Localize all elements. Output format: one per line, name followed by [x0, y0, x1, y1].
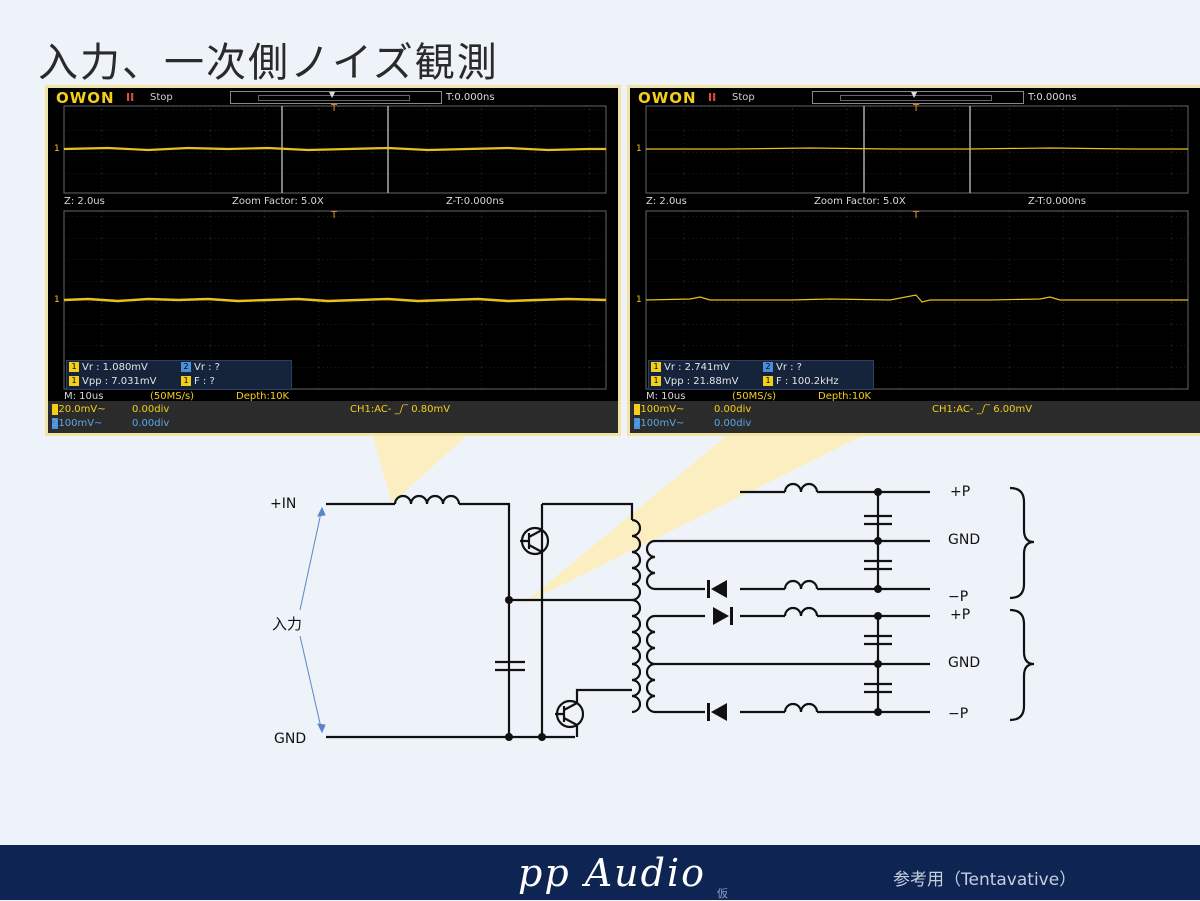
memory-depth: Depth:10K — [236, 391, 290, 402]
trigger-setting: CH1:AC- _/‾ 0.80mV — [350, 404, 451, 415]
label-out1-plus: +P — [950, 484, 971, 500]
time-readout: T:0.000ns — [446, 92, 495, 103]
secondary-winding-1 — [645, 539, 656, 591]
label-in-plus: +IN — [270, 496, 297, 512]
label-out2-gnd: GND — [948, 655, 981, 671]
zoom-time: Z: 2.0us — [646, 196, 687, 207]
sample-rate: (50MS/s) — [150, 391, 195, 402]
main-time: M: 10us — [646, 391, 686, 402]
svg-text:T: T — [330, 103, 338, 114]
run-state: Stop — [150, 92, 173, 103]
output-inductor-3 — [783, 579, 819, 590]
channel-status-bar: 120.0mV~ 0.00div CH1:AC- _/‾ 0.80mV 2100… — [48, 401, 618, 433]
brace-output-1 — [1009, 486, 1035, 600]
trigger-edge-icon: _/‾ — [394, 404, 409, 415]
diode-1 — [711, 580, 727, 598]
trigger-position-bar: ▼ — [812, 90, 1024, 104]
label-out2-plus: +P — [950, 607, 971, 623]
label-input: 入力 — [272, 615, 303, 633]
svg-text:1: 1 — [636, 144, 642, 154]
ch2-offset: 0.00div — [132, 418, 170, 429]
output-inductor-2 — [783, 606, 819, 617]
secondary-winding-2 — [645, 614, 656, 714]
ch1-trace-main — [63, 297, 607, 303]
trigger-edge-icon: _/‾ — [976, 404, 991, 415]
svg-text:T: T — [912, 103, 920, 114]
output-inductor-1 — [783, 482, 819, 493]
ch1-offset: 0.00div — [714, 404, 752, 415]
circuit-diagram — [299, 482, 1035, 741]
callout-right — [520, 433, 868, 606]
ch1-scale: 20.0mV~ — [58, 404, 106, 415]
ch1-offset: 0.00div — [132, 404, 170, 415]
zoom-trigger-time: Z-T:0.000ns — [446, 196, 504, 207]
svg-text:T: T — [912, 210, 920, 221]
label-out1-minus: −P — [948, 589, 969, 605]
zoom-factor: Zoom Factor: 5.0X — [814, 196, 906, 207]
callout-left — [372, 433, 470, 503]
ch1-scale: 100mV~ — [640, 404, 685, 415]
footer-logo-sub: 仮 — [717, 887, 728, 900]
slide-title: 入力、一次側ノイズ観測 — [38, 40, 499, 86]
ch2-scale: 100mV~ — [640, 418, 685, 429]
trigger-position-bar: ▼ — [230, 90, 442, 104]
svg-text:1: 1 — [54, 295, 60, 305]
ch2-offset: 0.00div — [714, 418, 752, 429]
scope-display: 1 1 T T — [54, 103, 607, 390]
ch1-trace-zoom — [646, 147, 1188, 150]
zoom-trigger-time: Z-T:0.000ns — [1028, 196, 1086, 207]
time-readout: T:0.000ns — [1028, 92, 1077, 103]
footer-logo: pp Audio — [518, 851, 707, 895]
scope-header: OWON II Stop ▼ T:0.000ns — [630, 88, 1200, 108]
footer-bar: pp Audio 仮 参考用（Tentavative） — [0, 845, 1200, 900]
pause-icon: II — [708, 91, 717, 104]
brace-output-2 — [1009, 608, 1035, 722]
footer-note: 参考用（Tentavative） — [893, 870, 1077, 890]
pause-icon: II — [126, 91, 135, 104]
zoom-time: Z: 2.0us — [64, 196, 105, 207]
input-inductor — [393, 494, 461, 505]
ch1-trace-main — [645, 294, 1188, 303]
svg-text:1: 1 — [54, 144, 60, 154]
run-state: Stop — [732, 92, 755, 103]
ch2-scale: 100mV~ — [58, 418, 103, 429]
memory-depth: Depth:10K — [818, 391, 872, 402]
trigger-setting: CH1:AC- _/‾ 6.00mV — [932, 404, 1033, 415]
channel-status-bar: 1100mV~ 0.00div CH1:AC- _/‾ 6.00mV 2100m… — [630, 401, 1200, 433]
svg-text:1: 1 — [636, 295, 642, 305]
label-out1-gnd: GND — [948, 532, 981, 548]
scope-display: 1 1 T T — [636, 103, 1189, 390]
diode-2 — [713, 607, 729, 625]
scope-right: OWON II Stop ▼ T:0.000ns 1 1 T T Z: 2.0u… — [630, 88, 1200, 433]
zoom-factor: Zoom Factor: 5.0X — [232, 196, 324, 207]
scope-brand: OWON — [56, 89, 115, 107]
ch1-trace-zoom — [63, 146, 606, 152]
scope-brand: OWON — [638, 89, 697, 107]
diode-3 — [711, 703, 727, 721]
scope-header: OWON II Stop ▼ T:0.000ns — [48, 88, 618, 108]
main-time: M: 10us — [64, 391, 104, 402]
sample-rate: (50MS/s) — [732, 391, 777, 402]
primary-winding — [631, 518, 642, 714]
svg-text:T: T — [330, 210, 338, 221]
output-inductor-4 — [783, 702, 819, 713]
label-in-gnd: GND — [274, 731, 307, 747]
label-out2-minus: −P — [948, 706, 969, 722]
scope-left: OWON II Stop ▼ T:0.000ns 1 1 T T Z: 2.0u… — [48, 88, 618, 433]
